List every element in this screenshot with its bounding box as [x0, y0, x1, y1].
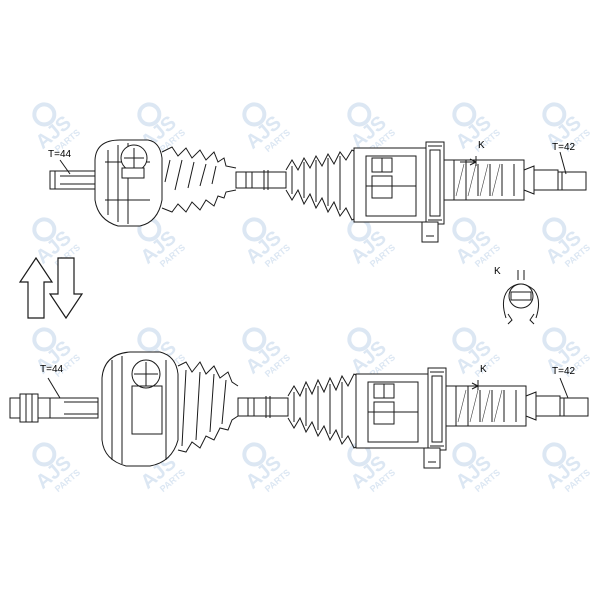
- circlip-detail: [502, 270, 540, 325]
- top-left-thread-label: T=44: [48, 149, 72, 160]
- bottom-drive-shaft: [9, 351, 589, 469]
- detail-clip-label: K: [494, 266, 501, 277]
- top-drive-shaft: [49, 139, 587, 243]
- bottom-left-thread-label: T=44: [40, 364, 64, 375]
- top-clip-label: K: [478, 140, 485, 151]
- bottom-clip-label: K: [480, 364, 487, 375]
- top-right-thread-label: T=42: [552, 142, 576, 153]
- direction-arrows-icon: [18, 256, 84, 320]
- bottom-right-thread-label: T=42: [552, 366, 576, 377]
